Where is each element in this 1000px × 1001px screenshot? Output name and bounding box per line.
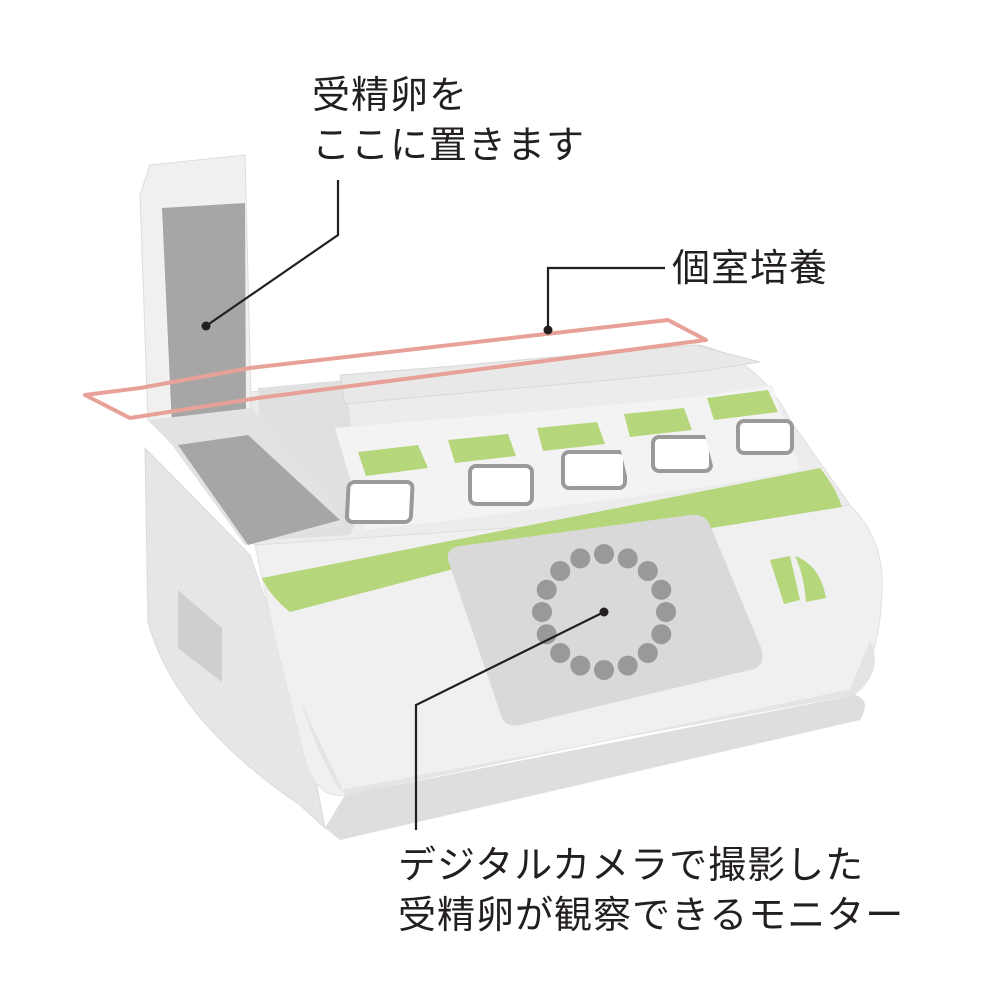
chamber-4-window bbox=[651, 435, 713, 473]
monitor-well-10 bbox=[570, 655, 591, 676]
monitor-well-5 bbox=[656, 602, 676, 622]
monitor-well-2 bbox=[617, 548, 638, 569]
individual-culture-outline bbox=[83, 318, 708, 420]
monitor-well-ring bbox=[532, 544, 676, 680]
chamber-back-ridges bbox=[339, 344, 761, 405]
monitor-well-3 bbox=[637, 561, 658, 581]
tray-floor bbox=[178, 435, 340, 545]
monitor-well-8 bbox=[617, 655, 638, 676]
chamber-3 bbox=[520, 405, 632, 508]
monitor-well-7 bbox=[637, 643, 658, 663]
side-vent bbox=[178, 590, 222, 682]
chamber-4-label bbox=[624, 408, 692, 437]
leader-dot-culture bbox=[543, 325, 553, 335]
chamber-1 bbox=[335, 420, 455, 530]
individual-culture-label: 個室培養 bbox=[672, 246, 829, 290]
chamber-2-window bbox=[468, 464, 534, 506]
monitor-well-14 bbox=[536, 579, 557, 600]
egg-placement-label-line2: ここに置きます bbox=[312, 123, 586, 167]
incubator-body bbox=[144, 446, 326, 830]
monitor-well-9 bbox=[594, 660, 614, 680]
chamber-5 bbox=[695, 385, 800, 485]
monitor-well-16 bbox=[570, 548, 591, 569]
brand-logo-right bbox=[795, 556, 826, 602]
monitor-well-4 bbox=[651, 579, 672, 600]
monitor-screen bbox=[447, 514, 763, 726]
leader-line-monitor bbox=[414, 611, 605, 830]
chamber-5-label bbox=[707, 390, 778, 420]
chamber-5-window bbox=[736, 419, 794, 455]
monitor-well-12 bbox=[536, 624, 557, 645]
brand-logo-left bbox=[770, 556, 800, 604]
camera-monitor-label-line1: デジタルカメラで撮影した bbox=[398, 843, 865, 887]
chamber-3-label bbox=[537, 422, 605, 451]
monitor-well-13 bbox=[532, 602, 552, 622]
chamber-4 bbox=[610, 397, 718, 497]
monitor-well-15 bbox=[550, 561, 571, 581]
chamber-1-label bbox=[358, 445, 428, 476]
camera-monitor-label-line2: 受精卵が観察できるモニター bbox=[398, 893, 905, 937]
leader-dot-monitor bbox=[599, 607, 609, 617]
leader-dot-egg bbox=[201, 321, 211, 331]
incubator-foot bbox=[325, 695, 865, 840]
monitor-well-1 bbox=[594, 544, 614, 564]
egg-placement-label: 受精卵を ここに置きます bbox=[312, 70, 585, 170]
leader-line-egg bbox=[205, 180, 340, 327]
camera-monitor-label: デジタルカメラで撮影した 受精卵が観察できるモニター bbox=[398, 840, 904, 940]
monitor-well-6 bbox=[651, 624, 672, 645]
chamber-2-label bbox=[448, 434, 516, 463]
chamber-1-window bbox=[344, 480, 415, 524]
chamber-3-window bbox=[561, 450, 627, 490]
egg-placement-slot bbox=[162, 203, 246, 428]
egg-placement-label-line1: 受精卵を bbox=[312, 73, 469, 117]
monitor-well-11 bbox=[550, 643, 571, 663]
chamber-2 bbox=[430, 413, 545, 520]
leader-line-culture bbox=[546, 266, 665, 330]
